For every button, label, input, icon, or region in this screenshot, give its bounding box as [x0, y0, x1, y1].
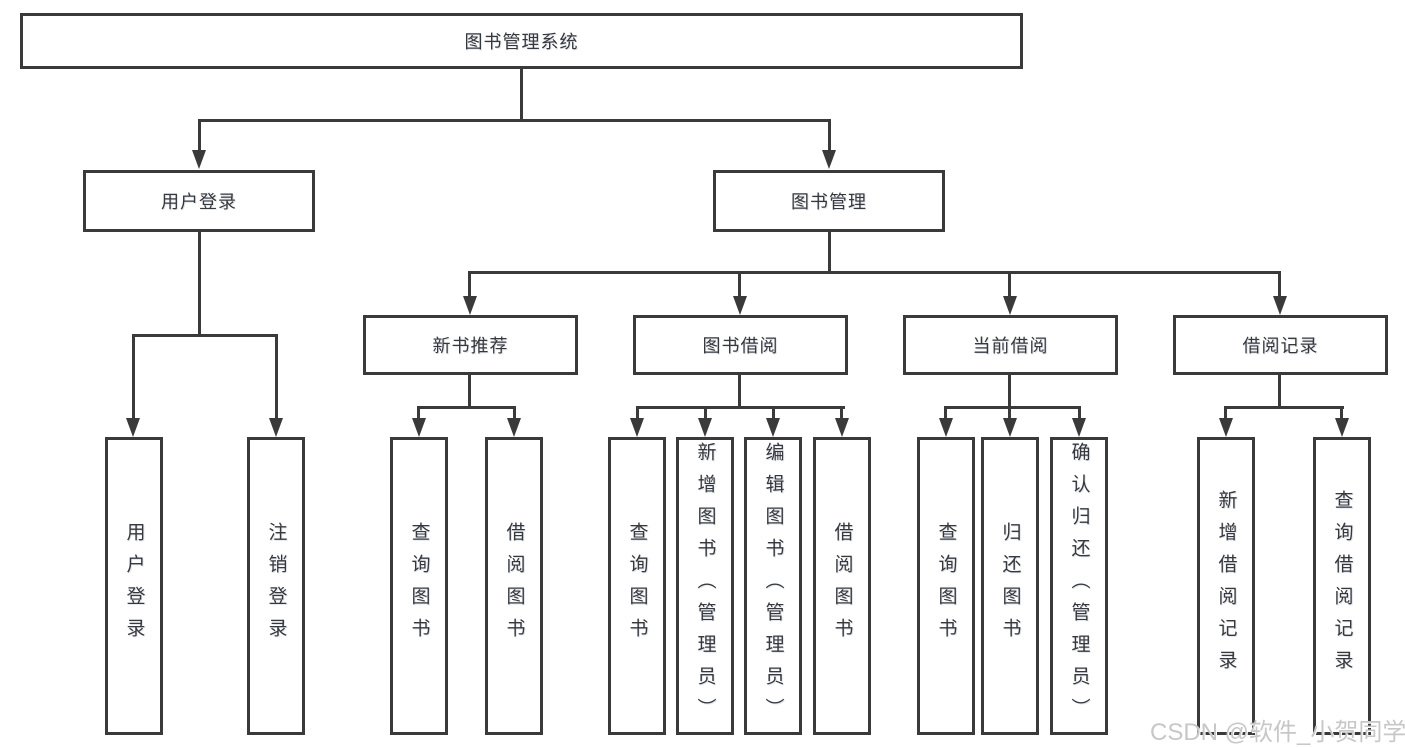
- arrow-down-icon: [126, 418, 140, 437]
- connector-line: [275, 334, 278, 419]
- connector-line: [772, 406, 775, 419]
- connector-line: [132, 334, 135, 419]
- connector-line: [132, 334, 278, 337]
- node-root-label: 图书管理系统: [464, 32, 579, 52]
- arrow-down-icon: [822, 150, 836, 169]
- leaf-return-books: 归还图书: [981, 437, 1039, 735]
- leaf-edit-books-admin-label: 编辑图书（管理员）: [762, 442, 784, 730]
- leaf-user-login-label: 用户登录: [123, 522, 145, 650]
- connector-line: [417, 406, 420, 419]
- arrow-down-icon: [630, 418, 644, 437]
- node-book-management: 图书管理: [713, 170, 945, 232]
- leaf-confirm-return-admin: 确认归还（管理员）: [1050, 437, 1108, 735]
- arrow-down-icon: [507, 418, 521, 437]
- node-root-library-system: 图书管理系统: [20, 13, 1023, 69]
- connector-line: [636, 406, 639, 419]
- leaf-query-books-2-label: 查询图书: [626, 522, 648, 650]
- arrow-down-icon: [1003, 418, 1017, 437]
- arrow-down-icon: [1273, 296, 1287, 315]
- leaf-edit-books-admin: 编辑图书（管理员）: [744, 437, 802, 735]
- leaf-confirm-return-admin-label: 确认归还（管理员）: [1068, 442, 1090, 730]
- connector-line: [198, 119, 831, 122]
- arrow-down-icon: [463, 296, 477, 315]
- connector-line: [944, 406, 947, 419]
- leaf-borrow-books-2-label: 借阅图书: [831, 522, 853, 650]
- node-user-login: 用户登录: [83, 170, 315, 232]
- arrow-down-icon: [269, 418, 283, 437]
- csdn-watermark: CSDN @软件_小贺同学: [1150, 719, 1405, 746]
- leaf-add-borrow-record-label: 新增借阅记录: [1215, 490, 1237, 682]
- connector-line: [1224, 406, 1227, 419]
- node-new-book-recommendation: 新书推荐: [363, 315, 578, 375]
- leaf-user-login: 用户登录: [105, 437, 163, 735]
- connector-line: [198, 232, 201, 336]
- leaf-return-books-label: 归还图书: [999, 522, 1021, 650]
- node-current-borrowing-label: 当前借阅: [972, 336, 1049, 356]
- leaf-add-books-admin-label: 新增图书（管理员）: [694, 442, 716, 730]
- leaf-borrow-books-label: 借阅图书: [503, 522, 525, 650]
- node-borrowing-records-label: 借阅记录: [1242, 336, 1319, 356]
- leaf-query-books-3: 查询图书: [917, 437, 975, 735]
- node-user-login-label: 用户登录: [161, 192, 237, 212]
- node-book-borrowing-label: 图书借阅: [702, 336, 779, 356]
- leaf-query-books: 查询图书: [390, 437, 448, 735]
- node-book-management-label: 图书管理: [791, 192, 867, 212]
- leaf-add-borrow-record: 新增借阅记录: [1197, 437, 1255, 735]
- connector-line: [468, 271, 1281, 274]
- connector-line: [468, 375, 471, 409]
- arrow-down-icon: [1219, 418, 1233, 437]
- connector-line: [1008, 406, 1011, 419]
- leaf-query-borrow-record: 查询借阅记录: [1313, 437, 1371, 735]
- arrow-down-icon: [1335, 418, 1349, 437]
- connector-line: [636, 406, 845, 409]
- connector-line: [738, 271, 741, 297]
- node-borrowing-records: 借阅记录: [1173, 315, 1388, 375]
- leaf-query-books-3-label: 查询图书: [935, 522, 957, 650]
- arrow-down-icon: [766, 418, 780, 437]
- leaf-query-books-2: 查询图书: [608, 437, 666, 735]
- connector-line: [738, 375, 741, 409]
- arrow-down-icon: [1072, 418, 1086, 437]
- leaf-query-borrow-record-label: 查询借阅记录: [1331, 490, 1353, 682]
- connector-line: [840, 406, 843, 419]
- node-book-borrowing: 图书借阅: [633, 315, 848, 375]
- connector-line: [1340, 406, 1343, 419]
- connector-line: [520, 69, 523, 121]
- connector-line: [704, 406, 707, 419]
- connector-line: [417, 406, 516, 409]
- connector-line: [1008, 271, 1011, 297]
- arrow-down-icon: [1003, 296, 1017, 315]
- connector-line: [1078, 406, 1081, 419]
- connector-line: [1278, 375, 1281, 409]
- connector-line: [198, 119, 201, 152]
- node-new-book-recommendation-label: 新书推荐: [432, 336, 509, 356]
- connector-line: [1224, 406, 1344, 409]
- connector-line: [1008, 375, 1011, 409]
- arrow-down-icon: [192, 150, 206, 169]
- leaf-logout: 注销登录: [247, 437, 305, 735]
- connector-line: [513, 406, 516, 419]
- connector-line: [1278, 271, 1281, 297]
- arrow-down-icon: [835, 418, 849, 437]
- arrow-down-icon: [698, 418, 712, 437]
- leaf-query-books-label: 查询图书: [408, 522, 430, 650]
- leaf-borrow-books: 借阅图书: [485, 437, 543, 735]
- arrow-down-icon: [733, 296, 747, 315]
- connector-line: [944, 406, 1080, 409]
- node-current-borrowing: 当前借阅: [903, 315, 1118, 375]
- connector-line: [828, 119, 831, 152]
- leaf-add-books-admin: 新增图书（管理员）: [676, 437, 734, 735]
- arrow-down-icon: [939, 418, 953, 437]
- connector-line: [468, 271, 471, 297]
- connector-line: [828, 232, 831, 274]
- arrow-down-icon: [412, 418, 426, 437]
- leaf-borrow-books-2: 借阅图书: [813, 437, 871, 735]
- leaf-logout-label: 注销登录: [265, 522, 287, 650]
